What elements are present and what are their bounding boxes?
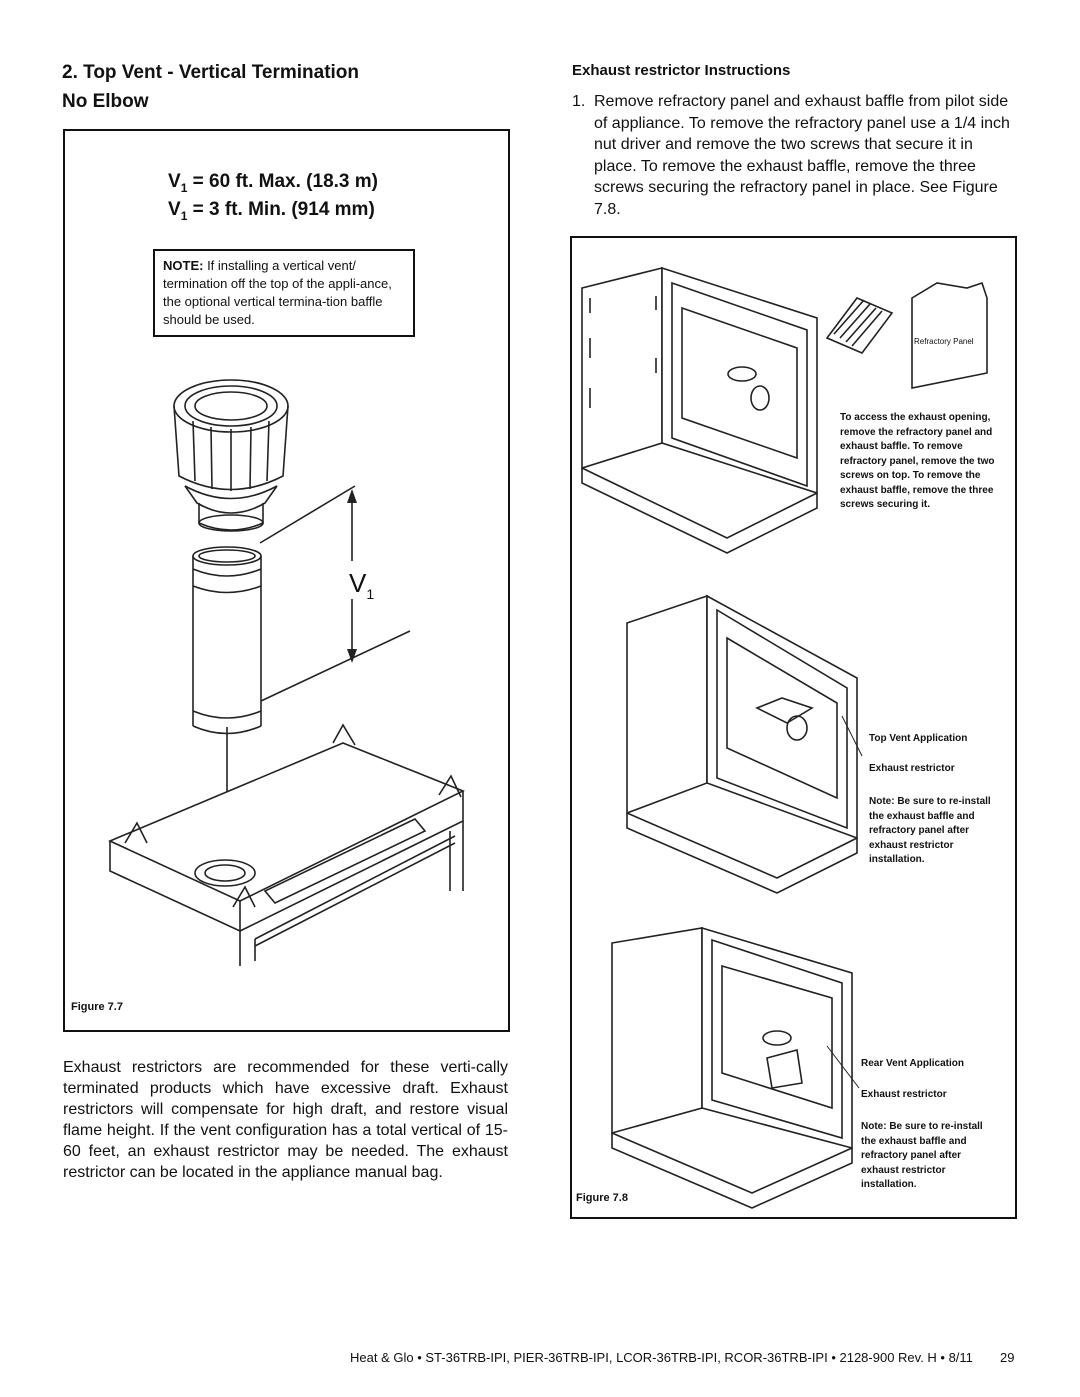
top-exhaust-restrictor-label: Exhaust restrictor — [869, 763, 955, 774]
fireplace-drawings — [581, 266, 988, 1209]
page-number: 29 — [1000, 1350, 1015, 1365]
figure-7-8-caption: Figure 7.8 — [576, 1192, 628, 1204]
fireplace-top-drawing — [581, 266, 988, 554]
vertical-termination-drawing — [108, 379, 465, 966]
exhaust-restrictor-paragraph: Exhaust restrictors are recommended for … — [63, 1059, 508, 1181]
v1-max-line: V1 = 60 ft. Max. (18.3 m) — [168, 171, 378, 195]
v1-dimension-label: V1 — [349, 568, 375, 602]
instructions-heading: Exhaust restrictor Instructions — [572, 62, 791, 79]
rear-exhaust-restrictor-label: Exhaust restrictor — [861, 1089, 947, 1100]
section-heading: 2. Top Vent - Vertical Termination No El… — [62, 58, 359, 116]
v1-min-line: V1 = 3 ft. Min. (914 mm) — [168, 199, 375, 223]
note-box: NOTE: If installing a vertical vent/ ter… — [153, 249, 415, 337]
step-number: 1. — [572, 93, 586, 110]
figure-7-8-box: Refractory Panel To access the exhaust o… — [570, 236, 1017, 1219]
rear-vent-note: Note: Be sure to re-install the exhaust … — [861, 1121, 983, 1190]
top-vent-label: Top Vent Application — [869, 733, 968, 744]
fireplace-bottom-drawing — [611, 926, 860, 1209]
figure-7-7-caption: Figure 7.7 — [71, 1001, 123, 1013]
access-note: To access the exhaust opening, remove th… — [840, 412, 995, 510]
footer-text: Heat & Glo • ST-36TRB-IPI, PIER-36TRB-IP… — [350, 1350, 973, 1365]
refractory-panel-label: Refractory Panel — [914, 337, 974, 346]
heading-line-2: No Elbow — [62, 91, 149, 112]
instruction-step-1: 1. Remove refractory panel and exhaust b… — [572, 91, 1016, 220]
rear-vent-label: Rear Vent Application — [861, 1058, 964, 1069]
figure-7-7-box: V1 = 60 ft. Max. (18.3 m) V1 = 3 ft. Min… — [63, 129, 510, 1032]
step-text: Remove refractory panel and exhaust baff… — [594, 93, 1010, 218]
fireplace-middle-drawing — [626, 594, 863, 894]
heading-line-1: 2. Top Vent - Vertical Termination — [62, 62, 360, 83]
top-vent-note: Note: Be sure to re-install the exhaust … — [869, 796, 991, 865]
